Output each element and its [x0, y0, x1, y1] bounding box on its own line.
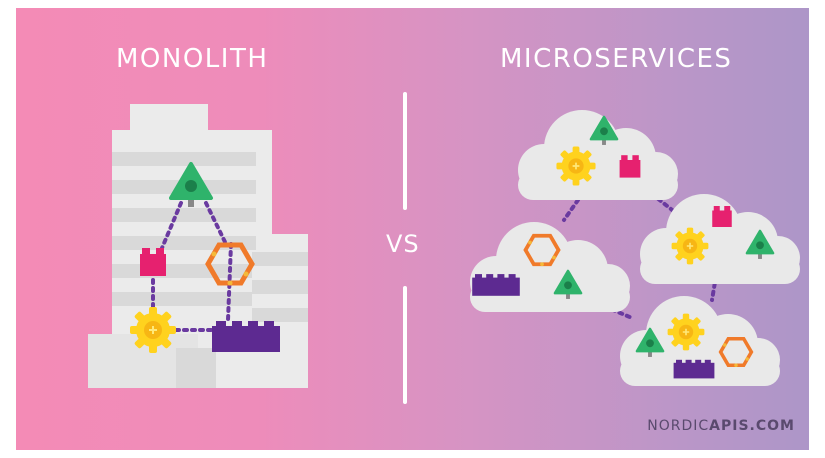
gear-icon — [555, 145, 597, 187]
microservices-title: MICROSERVICES — [500, 44, 733, 74]
gear-icon — [666, 312, 706, 352]
cloud-service-left — [470, 222, 630, 312]
diagram-artwork — [88, 104, 800, 388]
divider-bottom — [403, 286, 407, 404]
gear-icon — [670, 226, 710, 266]
illustration-canvas: MONOLITH MICROSERVICES VS — [16, 8, 809, 450]
cloud-service-right — [640, 194, 800, 284]
divider-top — [403, 92, 407, 210]
vs-label: VS — [386, 230, 420, 258]
brand-part-1: NORDIC — [647, 418, 710, 434]
cloud-service-top — [518, 110, 678, 200]
brand-watermark: NORDICAPIS.COM — [647, 418, 795, 434]
monolith-title: MONOLITH — [116, 44, 269, 74]
brand-part-2: APIS.COM — [709, 418, 795, 434]
cloud-service-bottom — [620, 296, 780, 386]
gear-icon — [129, 306, 177, 354]
